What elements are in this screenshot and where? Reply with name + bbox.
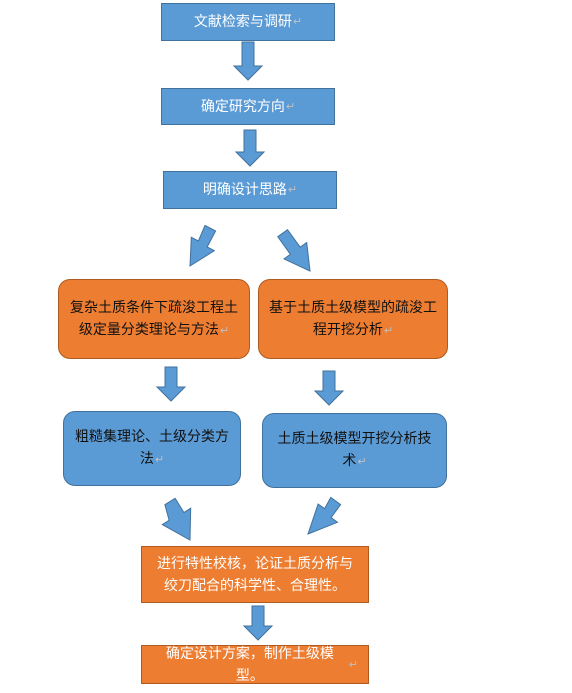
- excavation-technique-box: 土质土级模型开挖分析技术↵: [262, 413, 447, 488]
- literature-search-text: 文献检索与调研: [193, 14, 292, 30]
- arrow-down-right-mid: [313, 370, 345, 406]
- rough-set-theory-box: 粗糙集理论、土级分类方法↵: [63, 411, 241, 486]
- design-thinking-text: 明确设计思路: [202, 182, 287, 198]
- paragraph-mark: ↵: [219, 323, 230, 337]
- arrow-merge-left: [161, 497, 192, 541]
- paragraph-mark: ↵: [357, 455, 367, 468]
- classification-theory-box: 复杂土质条件下疏浚工程土级定量分类理论与方法↵: [58, 279, 250, 359]
- arrow-down-left-mid: [155, 366, 187, 402]
- paragraph-mark: ↵: [285, 99, 296, 113]
- final-design-text: 确定设计方案，制作土级模型。: [165, 645, 334, 684]
- arrow-down-1: [232, 41, 264, 81]
- research-direction-box: 确定研究方向↵: [161, 88, 335, 125]
- arrow-diagonal-left: [189, 224, 217, 267]
- paragraph-mark: ↵: [348, 657, 358, 671]
- design-thinking-box: 明确设计思路↵: [163, 171, 337, 209]
- excavation-analysis-box: 基于土质土级模型的疏浚工程开挖分析↵: [258, 279, 448, 359]
- excavation-analysis-text: 基于土质土级模型的疏浚工程开挖分析: [269, 299, 437, 338]
- excavation-technique-text: 土质土级模型开挖分析技术: [277, 431, 432, 469]
- arrow-merge-right: [307, 496, 342, 535]
- rough-set-theory-text: 粗糙集理论、土级分类方法: [75, 429, 229, 467]
- paragraph-mark: ↵: [154, 453, 165, 466]
- final-design-box: 确定设计方案，制作土级模型。 ↵: [141, 645, 369, 684]
- verification-box: 进行特性校核，论证土质分析与绞刀配合的科学性、合理性。: [141, 546, 369, 603]
- literature-search-box: 文献检索与调研↵: [161, 3, 335, 41]
- arrow-down-bottom: [242, 605, 274, 641]
- classification-theory-text: 复杂土质条件下疏浚工程土级定量分类理论与方法: [70, 299, 238, 338]
- arrow-diagonal-right: [277, 229, 311, 272]
- paragraph-mark: ↵: [292, 15, 303, 28]
- paragraph-mark: ↵: [383, 323, 394, 337]
- research-direction-text: 确定研究方向: [200, 98, 285, 115]
- arrow-down-2: [234, 129, 266, 167]
- paragraph-mark: ↵: [287, 183, 298, 196]
- verification-text: 进行特性校核，论证土质分析与绞刀配合的科学性、合理性。: [157, 555, 353, 594]
